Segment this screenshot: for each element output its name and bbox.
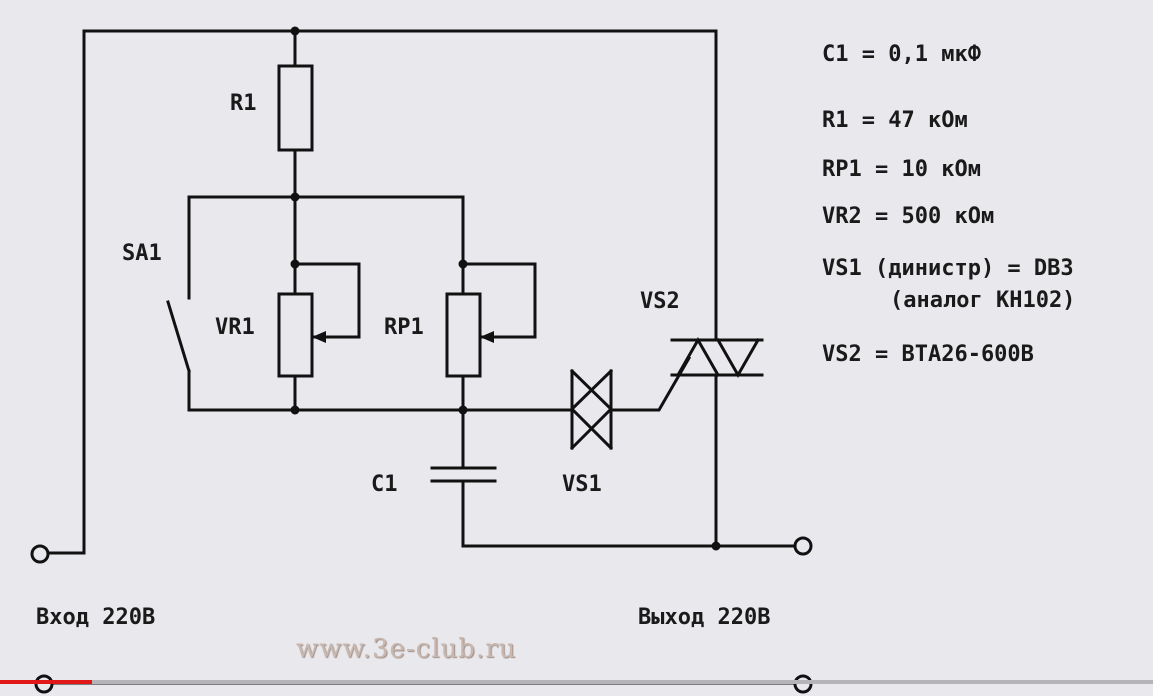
spec-vs1: VS1 (динистр) = DB3	[822, 256, 1074, 281]
triac-vs2	[670, 336, 764, 379]
rp1-wiper-arrow	[480, 331, 494, 343]
video-progress-bar[interactable]	[0, 680, 1153, 684]
label-rp1: RP1	[384, 315, 424, 340]
label-sa1: SA1	[122, 241, 162, 266]
label-vs2: VS2	[640, 289, 680, 314]
spec-vs2: VS2 = BTA26-600B	[822, 342, 1034, 367]
junction-dot	[458, 259, 468, 269]
spec-c1: C1 = 0,1 мкФ	[822, 42, 981, 67]
spec-r1: R1 = 47 кОм	[822, 108, 968, 133]
resistor-r1	[277, 64, 314, 152]
input-terminal	[30, 544, 50, 564]
wire-vs1-to-gate	[609, 355, 692, 412]
spec-vr2: VR2 = 500 кОм	[822, 204, 995, 229]
vr1-wiper-loop	[293, 262, 361, 339]
junction-dot	[290, 405, 300, 415]
vr1-wiper-arrow	[312, 331, 326, 343]
junction-dot	[711, 541, 721, 551]
output-terminal	[793, 536, 813, 556]
label-input: Вход 220В	[36, 605, 155, 630]
label-r1: R1	[230, 91, 257, 116]
junction-dot	[290, 259, 300, 269]
label-c1: C1	[371, 472, 398, 497]
potentiometer-rp1	[445, 292, 482, 378]
bottom-right-terminal	[793, 674, 813, 694]
junction-dot	[290, 192, 300, 202]
bottom-left-terminal	[34, 674, 54, 694]
rp1-wiper-loop	[461, 262, 537, 339]
wire-input	[46, 29, 86, 555]
label-vs1: VS1	[562, 472, 602, 497]
potentiometer-vr1	[277, 292, 314, 378]
label-vr1: VR1	[215, 315, 255, 340]
watermark-text: www.3e-club.ru	[296, 634, 517, 664]
spec-rp1: RP1 = 10 кОм	[822, 157, 981, 182]
diac-vs1	[569, 368, 614, 451]
junction-dot	[290, 26, 300, 36]
spec-vs1-analog: (аналог КН102)	[890, 288, 1076, 313]
switch-sa1	[166, 300, 191, 373]
wire-c1-bottom	[461, 479, 718, 548]
label-output: Выход 220В	[638, 605, 770, 630]
video-progress-fill	[0, 680, 93, 684]
junction-dot	[458, 405, 468, 415]
